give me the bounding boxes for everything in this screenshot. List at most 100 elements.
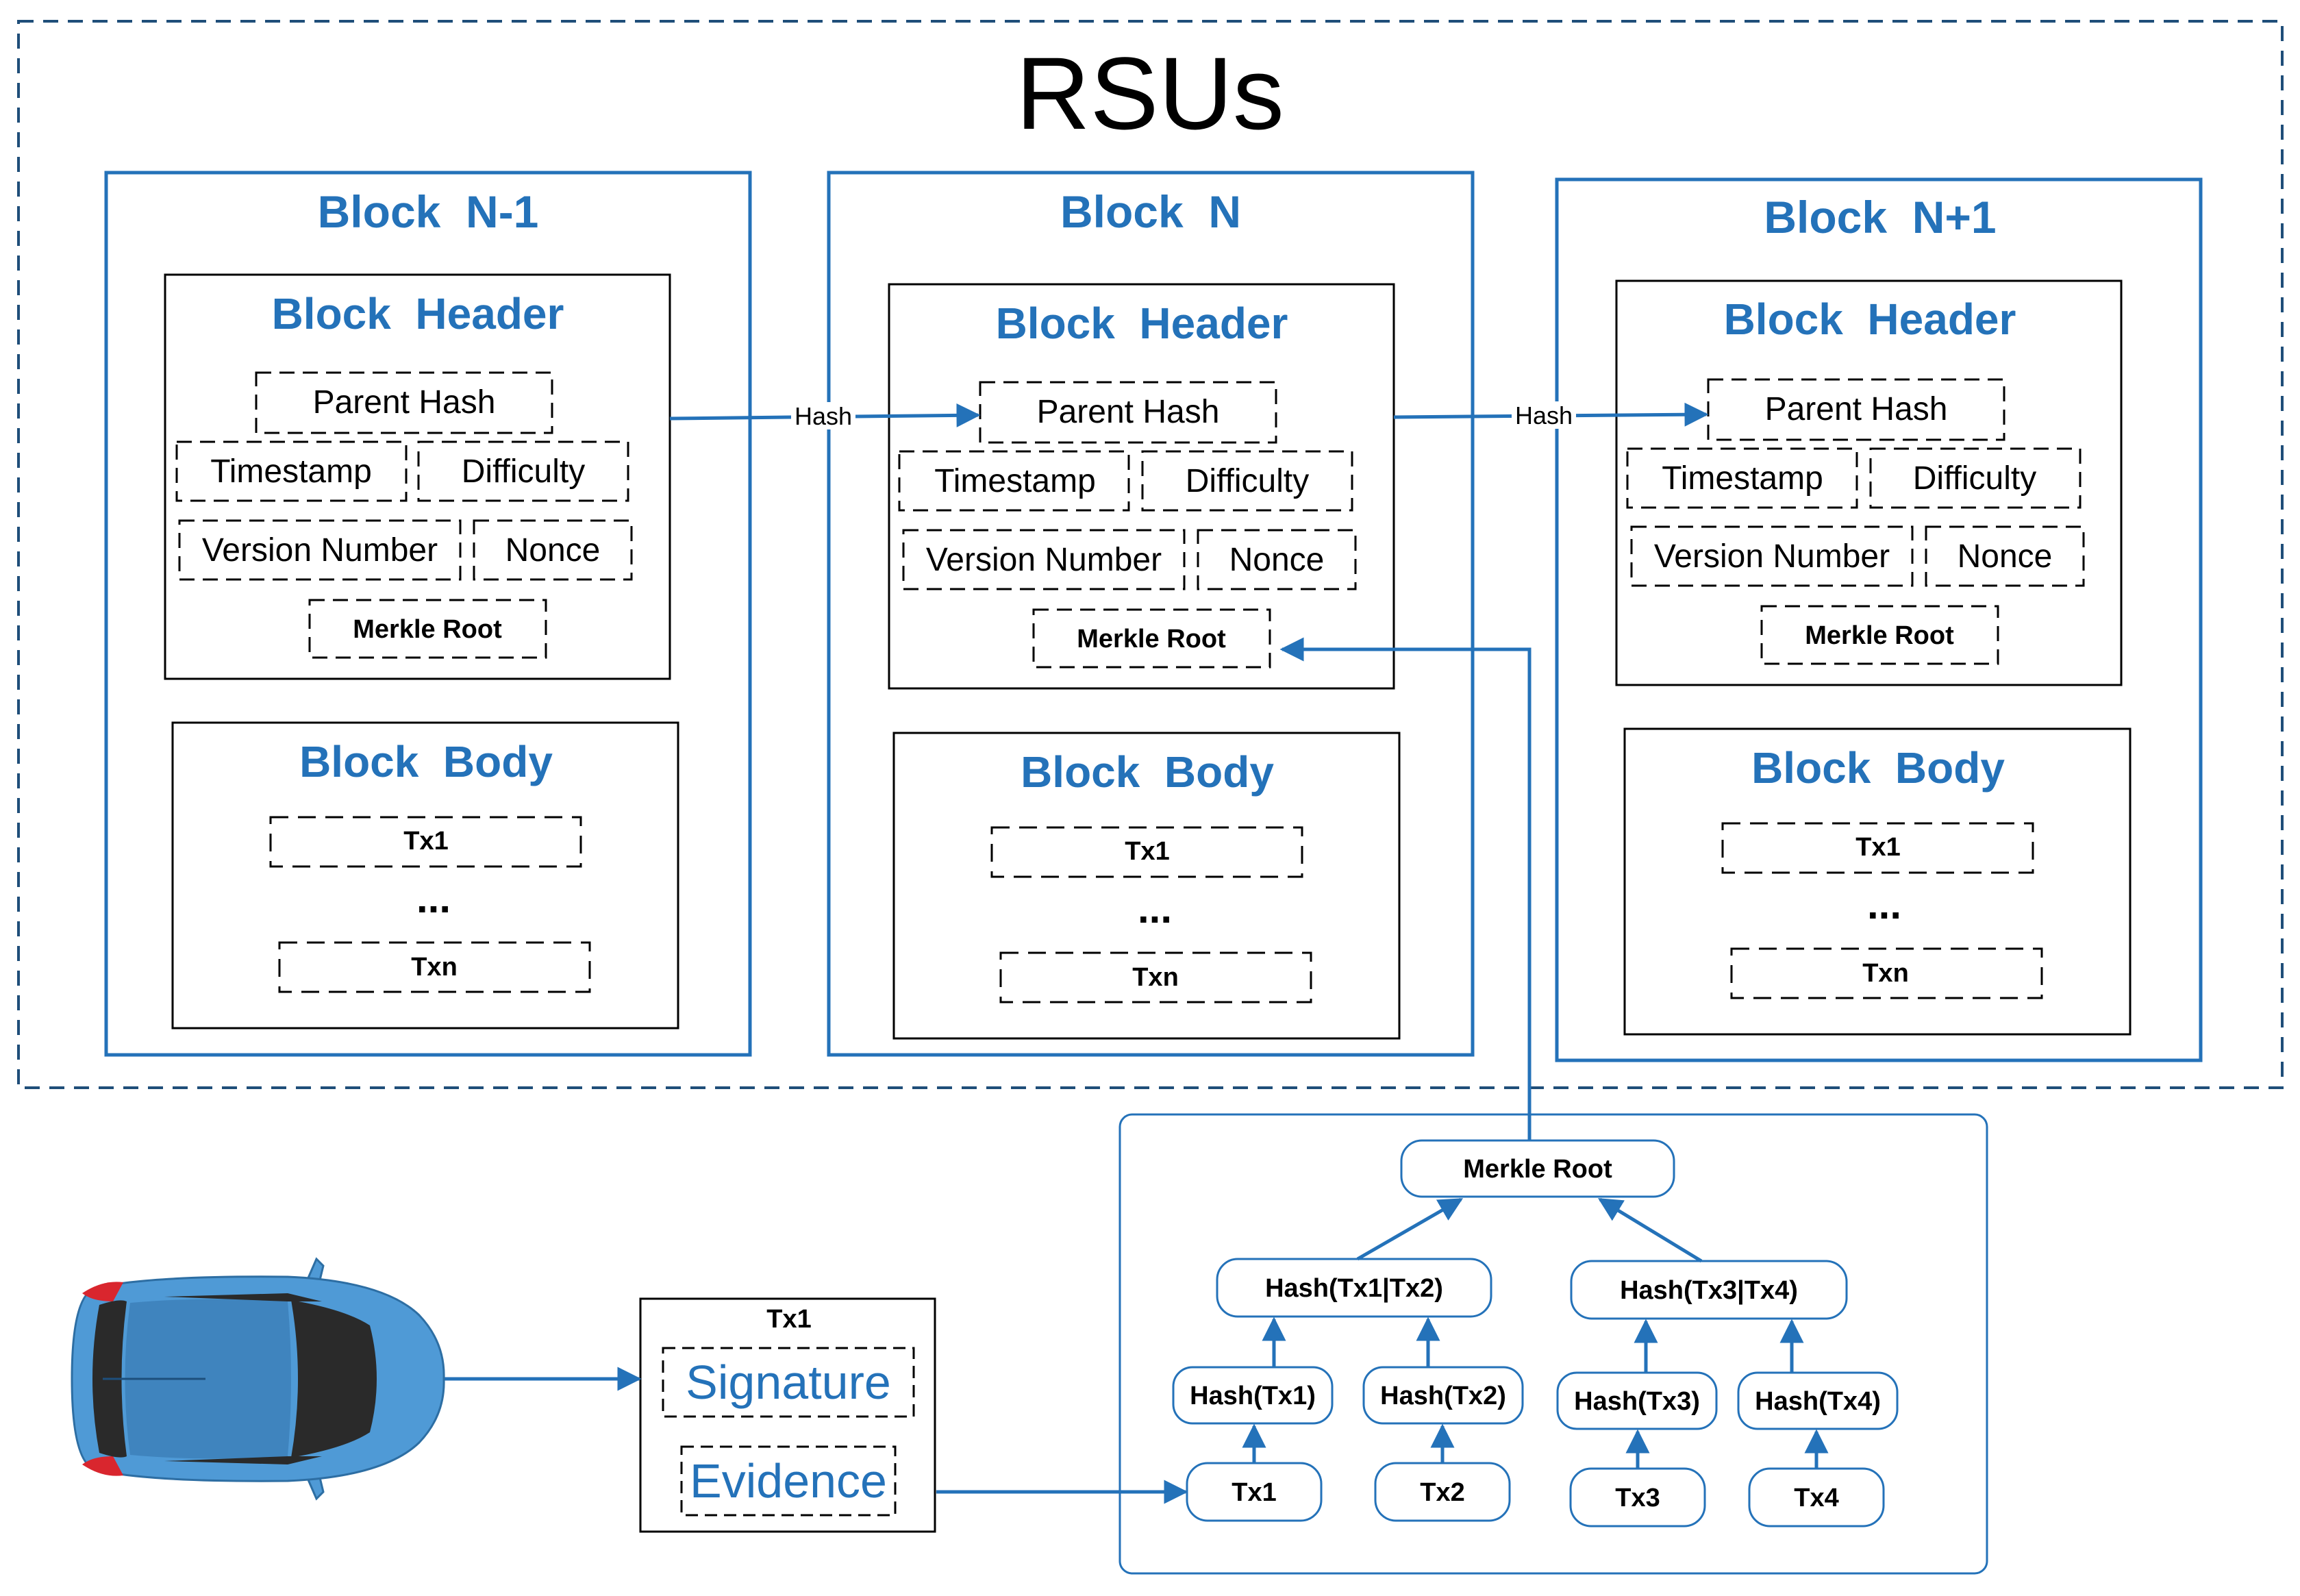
hash-tx3-node (1556, 1371, 1718, 1430)
tx4-leaf-label: Tx4 (1794, 1484, 1838, 1512)
timestamp-field (175, 440, 408, 502)
timestamp-label: Timestamp (934, 463, 1096, 499)
block-n-minus-1: Block N-1 Block Header Parent Hash Times… (104, 171, 752, 1057)
tx-first-field (269, 816, 582, 868)
hash-link-2: Hash (1393, 401, 1709, 429)
signature-label: Signature (686, 1356, 891, 1409)
block-title: Block N (1060, 186, 1241, 237)
nonce-field (1197, 529, 1357, 590)
hash-tx1-label: Hash(Tx1) (1190, 1382, 1316, 1410)
difficulty-field (1141, 450, 1353, 512)
difficulty-label: Difficulty (462, 453, 586, 490)
rsu-frame (17, 20, 2284, 1089)
tx-last-field (1730, 947, 2043, 999)
difficulty-label: Difficulty (1913, 460, 2037, 497)
hash-tx1-node (1172, 1366, 1334, 1425)
merkle-root-node-label: Merkle Root (1463, 1155, 1612, 1184)
hash-tx1-tx2-label: Hash(Tx1|Tx2) (1265, 1274, 1443, 1303)
parent-hash-label: Parent Hash (313, 384, 496, 421)
hash-link-1: Hash (669, 402, 981, 430)
ellipsis: ... (1138, 886, 1172, 932)
nonce-field (1925, 525, 2085, 587)
tx-last-label: Txn (1862, 959, 1909, 988)
block-title: Block N+1 (1764, 192, 1996, 242)
tx-first-field (1721, 822, 2034, 874)
block-header: Block Header Parent Hash Timestamp Diffi… (888, 283, 1395, 690)
parent-hash-field (255, 371, 553, 434)
hash-tx4-node (1737, 1371, 1899, 1430)
block-body-title: Block Body (1021, 747, 1274, 797)
hash-link-label: Hash (795, 402, 852, 430)
block-header-title: Block Header (1724, 295, 2016, 344)
tx-first-label: Tx1 (403, 827, 448, 856)
hash-tx4-label: Hash(Tx4) (1755, 1387, 1881, 1416)
hash-tx3-tx4-label: Hash(Tx3|Tx4) (1620, 1276, 1798, 1305)
block-n: Block N Block Header Parent Hash Timesta… (827, 171, 1475, 1057)
evidence-field (680, 1445, 897, 1517)
block-body-title: Block Body (1751, 743, 2005, 793)
tx2-leaf-label: Tx2 (1420, 1478, 1464, 1507)
version-number-label: Version Number (1654, 538, 1890, 575)
merkle-root-label: Merkle Root (1805, 621, 1954, 650)
nonce-label: Nonce (505, 532, 601, 569)
merkle-root-field (1760, 605, 1999, 665)
tx-first-label: Tx1 (1125, 837, 1169, 866)
tx-last-field (278, 941, 591, 993)
merkle-tree-panel: Merkle Root Hash(Tx1|Tx2) Hash(Tx3|Tx4) … (1118, 1113, 1988, 1575)
transaction-title: Tx1 (766, 1305, 811, 1334)
tx-first-label: Tx1 (1855, 833, 1900, 862)
timestamp-field (898, 450, 1130, 512)
hash-tx2-label: Hash(Tx2) (1380, 1382, 1506, 1410)
version-number-field (178, 519, 462, 581)
block-body: Block Body Tx1 ... Txn (171, 721, 679, 1030)
version-number-label: Version Number (926, 542, 1162, 578)
hash-tx3-label: Hash(Tx3) (1574, 1387, 1700, 1416)
block-title: Block N-1 (318, 186, 539, 237)
difficulty-field (1869, 447, 2082, 509)
tx1-leaf-label: Tx1 (1232, 1478, 1276, 1507)
merkle-root-label: Merkle Root (1077, 625, 1226, 653)
hash-tx3-tx4-node (1570, 1260, 1848, 1320)
block-n-plus-1: Block N+1 Block Header Parent Hash Times… (1555, 177, 2203, 1062)
merkle-root-field (308, 599, 547, 659)
timestamp-field (1626, 447, 1858, 509)
transaction-box: Tx1 Signature Evidence (639, 1297, 936, 1533)
block-header-title: Block Header (272, 289, 564, 338)
block-header: Block Header Parent Hash Timestamp Diffi… (164, 273, 671, 680)
tx3-leaf-label: Tx3 (1615, 1484, 1660, 1512)
merkle-root-field (1032, 608, 1271, 669)
car-icon (71, 1257, 445, 1501)
block-body-title: Block Body (299, 737, 553, 786)
rsu-title: RSUs (1016, 36, 1284, 151)
block-body: Block Body Tx1 ... Txn (1623, 727, 2132, 1036)
ellipsis: ... (416, 875, 451, 921)
tx-first-field (990, 826, 1303, 878)
nonce-field (473, 519, 633, 581)
nonce-label: Nonce (1958, 538, 2053, 575)
nonce-label: Nonce (1229, 542, 1325, 578)
arrow-pair12-to-root (1356, 1197, 1464, 1261)
difficulty-field (417, 440, 629, 502)
tx-last-field (999, 951, 1312, 1003)
ellipsis: ... (1867, 882, 1901, 927)
block-header-title: Block Header (996, 299, 1288, 348)
evidence-label: Evidence (690, 1454, 887, 1508)
arrow-pair34-to-root (1598, 1197, 1703, 1263)
merkle-root-connector (1279, 637, 1532, 1141)
hash-tx2-node (1362, 1366, 1524, 1425)
signature-field (662, 1347, 915, 1418)
merkle-root-node (1400, 1139, 1675, 1198)
difficulty-label: Difficulty (1186, 463, 1310, 499)
version-number-field (1630, 525, 1914, 587)
version-number-label: Version Number (202, 532, 438, 569)
block-header: Block Header Parent Hash Timestamp Diffi… (1615, 279, 2123, 686)
tx-last-label: Txn (1132, 963, 1179, 992)
hash-link-label: Hash (1515, 401, 1573, 429)
timestamp-label: Timestamp (1662, 460, 1823, 497)
tx-last-label: Txn (411, 953, 458, 982)
version-number-field (902, 529, 1186, 590)
parent-hash-label: Parent Hash (1765, 391, 1948, 427)
merkle-root-label: Merkle Root (353, 615, 502, 644)
